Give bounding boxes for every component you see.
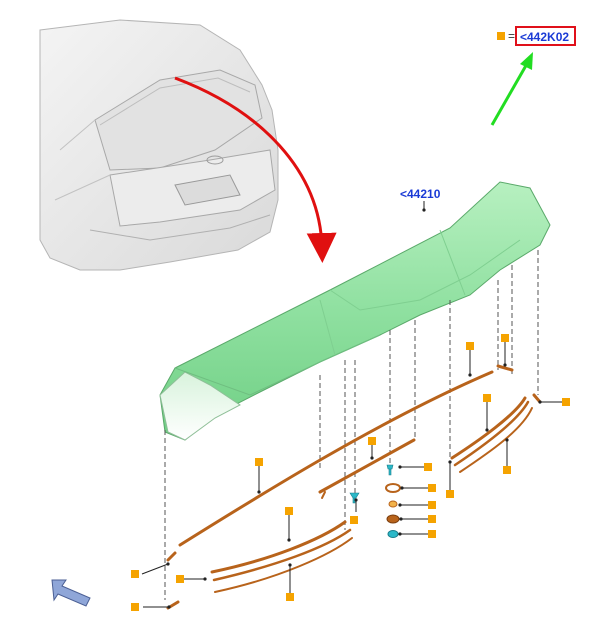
- middle-strip-outer: [321, 491, 326, 499]
- grommet-brown: [386, 514, 400, 524]
- upper-long-strip: [178, 370, 494, 547]
- grommet-small: [388, 500, 398, 508]
- orange-square-marker: [428, 501, 436, 509]
- callout-markers: [131, 334, 570, 611]
- right-strip-3: [459, 407, 533, 473]
- orange-square-marker: [428, 515, 436, 523]
- main-part-leader-dot: [422, 208, 426, 212]
- orange-square-marker: [176, 575, 184, 583]
- orange-square-marker: [286, 593, 294, 601]
- lower-strip-3: [214, 537, 353, 593]
- main-part-label: <44210: [400, 187, 441, 201]
- legend-code-box: [515, 26, 576, 46]
- fasteners: [349, 464, 401, 538]
- location-arrow: [174, 76, 337, 263]
- orange-square-marker: [131, 603, 139, 611]
- legend-pointer-arrow: [490, 52, 533, 126]
- teal-clip-upper: [386, 464, 394, 476]
- vehicle-rear-illustration: [39, 19, 279, 271]
- lower-left-clip-a: [166, 551, 177, 562]
- orange-square-marker: [466, 342, 474, 350]
- rear-spoiler: [159, 181, 551, 441]
- orange-square-marker: [562, 398, 570, 406]
- orange-square-marker: [255, 458, 263, 466]
- orange-square-marker: [424, 463, 432, 471]
- orange-square-marker: [368, 437, 376, 445]
- orange-square-marker: [503, 466, 511, 474]
- washer-ring: [385, 483, 401, 493]
- orange-square-marker: [428, 530, 436, 538]
- teal-clip-left: [349, 492, 360, 504]
- orange-square-marker: [350, 516, 358, 524]
- legend-code: <442K02: [520, 30, 569, 44]
- legend: = <442K02: [497, 26, 576, 46]
- orange-square-marker: [501, 334, 509, 342]
- orange-square-marker: [483, 394, 491, 402]
- orange-square-marker: [446, 490, 454, 498]
- orange-square-marker: [497, 32, 505, 40]
- middle-strip-inner: [318, 438, 416, 494]
- right-strip-2: [453, 400, 530, 467]
- right-strip-1: [450, 396, 527, 460]
- orange-square-marker: [428, 484, 436, 492]
- view-direction-arrow: [51, 579, 91, 607]
- trim-strips: [166, 364, 542, 610]
- orange-square-marker: [285, 507, 293, 515]
- upper-right-tip: [496, 364, 514, 372]
- leader-dots: [166, 363, 542, 609]
- legend-equals: =: [508, 29, 515, 43]
- orange-square-marker: [131, 570, 139, 578]
- leader-lines: [141, 342, 564, 608]
- lower-strip-2: [212, 528, 352, 582]
- teal-clip-lower: [387, 530, 399, 538]
- lower-strip-1: [210, 520, 347, 574]
